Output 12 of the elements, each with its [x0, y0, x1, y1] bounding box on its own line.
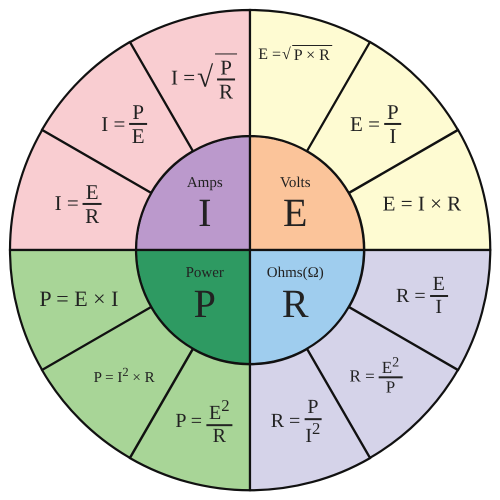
formula: E =√ P × R: [258, 45, 332, 66]
unit-label: Ohms(Ω): [266, 265, 324, 282]
quantity-symbol: I: [198, 190, 212, 235]
quantity-symbol: E: [282, 190, 308, 235]
formula: E = I × R: [382, 191, 462, 216]
formula: P = E × I: [39, 286, 118, 312]
formula: P = I$^{2}$ × R: [94, 364, 155, 387]
quantity-symbol: P: [192, 282, 217, 326]
unit-label: Volts: [280, 174, 311, 191]
unit-label: Power: [186, 265, 224, 282]
quantity-symbol: R: [280, 282, 310, 326]
unit-label: Amps: [186, 174, 223, 191]
